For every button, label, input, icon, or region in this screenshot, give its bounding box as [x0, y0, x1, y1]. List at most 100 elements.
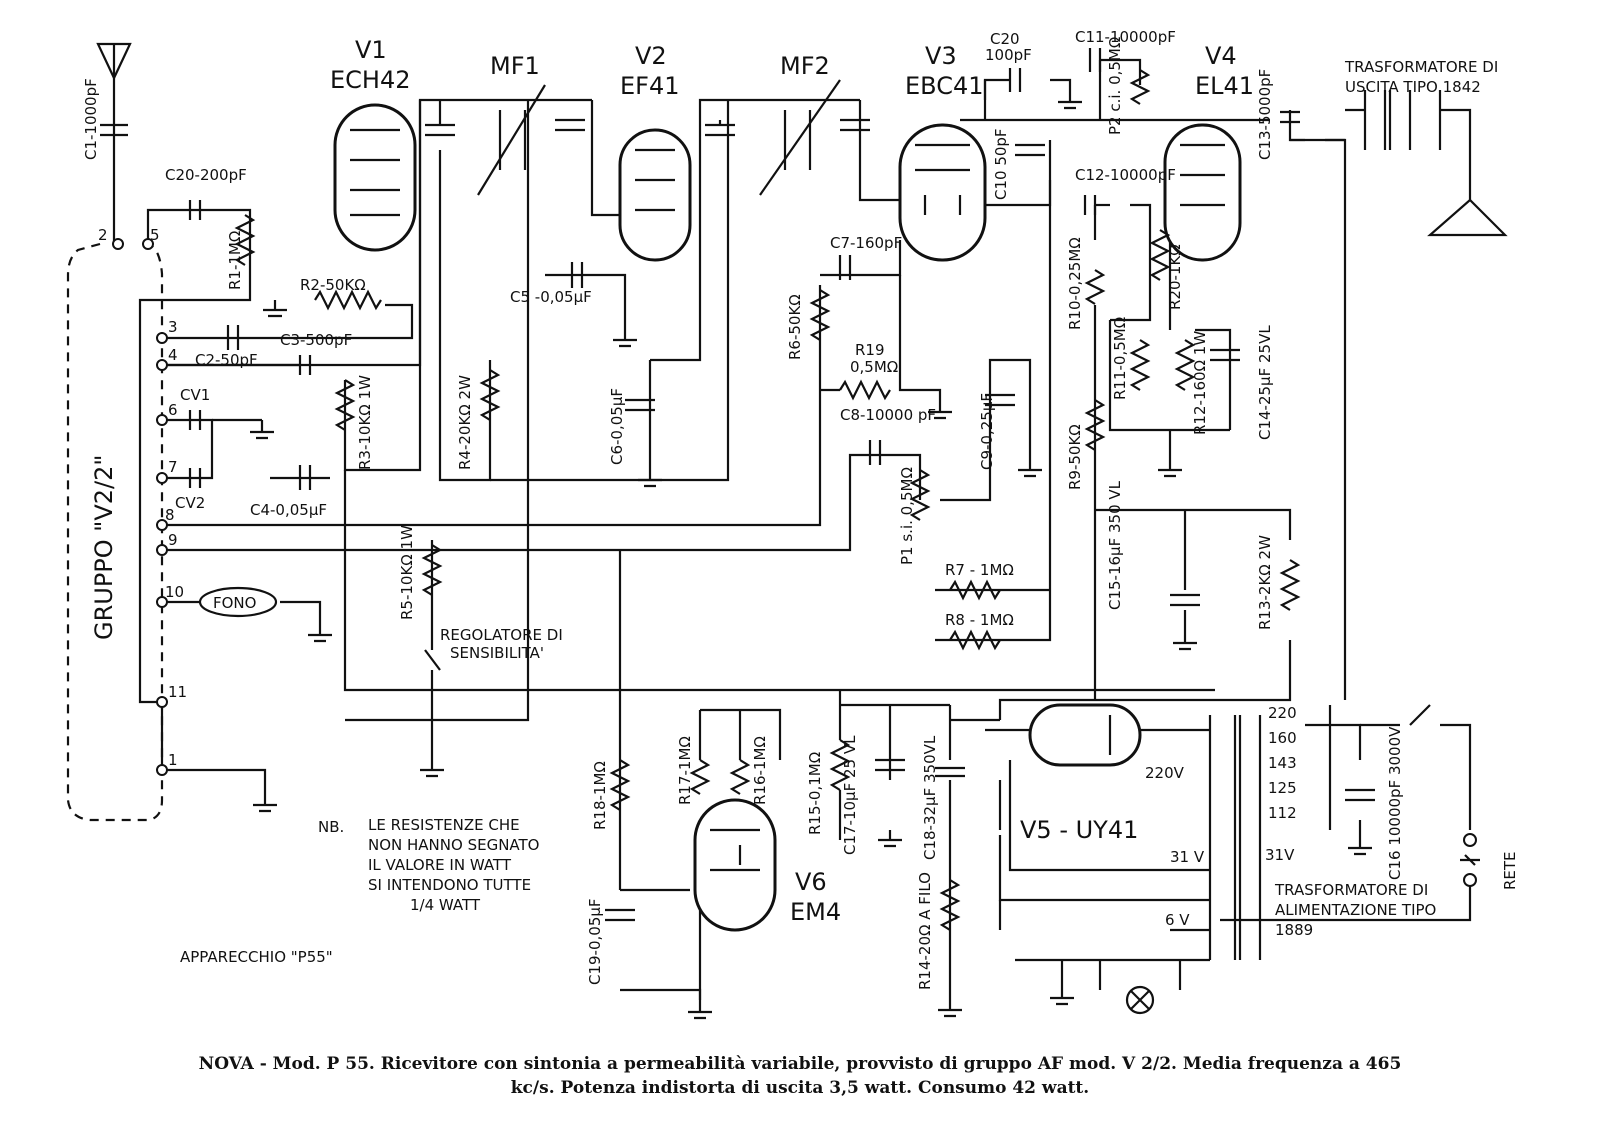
power-transformer-label-1: TRASFORMATORE DI	[1274, 881, 1428, 899]
r15-label: R15-0,1MΩ	[806, 752, 824, 835]
v1-type: ECH42	[330, 66, 411, 94]
voltage-220v: 220V	[1145, 764, 1185, 782]
gruppo-pin-4: 4	[168, 346, 178, 364]
gruppo-pin-5: 5	[150, 226, 160, 244]
cv1-label: CV1	[180, 386, 210, 404]
c5-label: C5 -0,05μF	[510, 288, 592, 306]
if-transformer-mf2	[759, 79, 841, 196]
r13-label: R13-2KΩ 2W	[1256, 535, 1274, 630]
v6-ref: V6	[795, 868, 827, 896]
fono-label: FONO	[213, 594, 256, 612]
voltage-31v: 31 V	[1170, 848, 1205, 866]
r19-ref: R19	[855, 341, 885, 359]
r12-label: R12-160Ω 1W	[1191, 331, 1209, 435]
c7-label: C7-160pF	[830, 234, 902, 252]
c15-label: C15-16μF 350 VL	[1106, 480, 1124, 610]
tap-125: 125	[1268, 779, 1297, 797]
v2-type: EF41	[620, 72, 680, 100]
c4-label: C4-0,05μF	[250, 501, 327, 519]
gruppo-terminals	[112, 238, 168, 776]
c8-label: C8-10000 pF	[840, 406, 936, 424]
gruppo-pin-2: 2	[98, 226, 108, 244]
gruppo-pin-10: 10	[165, 583, 184, 601]
gruppo-pin-1: 1	[168, 751, 178, 769]
tap-220: 220	[1268, 704, 1297, 722]
output-transformer-label-2: USCITA TIPO 1842	[1345, 78, 1481, 96]
v4-ref: V4	[1205, 42, 1237, 70]
gruppo-pin-6: 6	[168, 401, 178, 419]
sensitivity-label-2: SENSIBILITA'	[450, 644, 544, 662]
mf1-label: MF1	[490, 52, 540, 80]
c16-label: C16 10000pF 3000V	[1386, 726, 1404, 880]
caption-line-2: kc/s. Potenza indistorta di uscita 3,5 w…	[510, 1078, 1090, 1098]
r14-label: R14-20Ω A FILO	[916, 872, 934, 990]
voltage-6v: 6 V	[1165, 911, 1190, 929]
v4-type: EL41	[1195, 72, 1254, 100]
r10-label: R10-0,25MΩ	[1066, 237, 1084, 330]
tap-112: 112	[1268, 804, 1297, 822]
rete-label: RETE	[1501, 851, 1519, 890]
resistors	[234, 69, 1301, 931]
gruppo-pin-11: 11	[168, 683, 187, 701]
c2-label: C2-50pF	[195, 351, 258, 369]
c1-label: C1-1000pF	[82, 78, 100, 160]
output-transformer-label-1: TRASFORMATORE DI	[1344, 58, 1498, 76]
gruppo-label: GRUPPO "V2/2"	[90, 455, 118, 640]
mf2-label: MF2	[780, 52, 830, 80]
r18-label: R18-1MΩ	[591, 761, 609, 830]
tap-160: 160	[1268, 729, 1297, 747]
tube-v2-ef41	[618, 128, 692, 262]
r20-label: R20-1KΩ	[1166, 244, 1184, 310]
apparecchio-label: APPARECCHIO "P55"	[180, 948, 333, 966]
output-transformer	[1363, 90, 1442, 150]
v5-label: V5 - UY41	[1020, 816, 1138, 844]
if-transformer-mf1	[477, 84, 546, 196]
c10-label: C10 50pF	[992, 128, 1010, 200]
c19-label: C19-0,05μF	[586, 898, 604, 985]
c3-label: C3-500pF	[280, 331, 352, 349]
ground-symbols	[250, 95, 1372, 1020]
note-prefix: NB.	[318, 818, 344, 836]
tap-143: 143	[1268, 754, 1297, 772]
c13-label: C13-5000pF	[1256, 69, 1274, 160]
r4-label: R4-20KΩ 2W	[456, 375, 474, 470]
r16-label: R16-1MΩ	[751, 736, 769, 805]
power-transformer-label-2: ALIMENTAZIONE TIPO	[1275, 901, 1436, 919]
power-transformer-label-3: 1889	[1275, 921, 1313, 939]
v2-ref: V2	[635, 42, 667, 70]
c14-label: C14-25μF 25VL	[1256, 325, 1274, 440]
p1-label: P1 s.i. 0,5MΩ	[898, 467, 916, 565]
tube-v4-el41	[1163, 123, 1242, 262]
tube-v3-ebc41	[898, 123, 987, 262]
gruppo-pin-7: 7	[168, 458, 178, 476]
r1-label: R1-1MΩ	[226, 231, 244, 290]
v6-type: EM4	[790, 898, 841, 926]
v1-ref: V1	[355, 36, 387, 64]
note-line-4: SI INTENDONO TUTTE	[368, 876, 531, 894]
r8-label: R8 - 1MΩ	[945, 611, 1014, 629]
pilot-lamp	[1125, 985, 1155, 1015]
p2-label: P2 c.i. 0,5MΩ	[1106, 37, 1124, 135]
sensitivity-switch	[424, 649, 441, 690]
sensitivity-label-1: REGOLATORE DI	[440, 626, 563, 644]
tube-v5-uy41	[1028, 703, 1142, 767]
note-line-5: 1/4 WATT	[410, 896, 481, 914]
r11-label: R11-0,5MΩ	[1111, 317, 1129, 400]
mains-terminal-bottom	[1463, 873, 1477, 887]
note-line-2: NON HANNO SEGNATO	[368, 836, 539, 854]
c9-label: C9-0,25μF	[978, 393, 996, 470]
capacitors	[100, 48, 1375, 922]
r6-label: R6-50KΩ	[786, 294, 804, 360]
c18-label: C18-32μF 350VL	[921, 735, 939, 860]
c11-label: C11-10000pF	[1075, 28, 1176, 46]
r17-label: R17-1MΩ	[676, 736, 694, 805]
caption-line-1: NOVA - Mod. P 55. Ricevitore con sintoni…	[198, 1054, 1402, 1074]
note-line-1: LE RESISTENZE CHE	[368, 816, 520, 834]
tube-v6-em4	[693, 798, 777, 932]
r3-label: R3-10KΩ 1W	[356, 375, 374, 470]
voltage-31v-winding: 31V	[1265, 846, 1295, 864]
c20b-value: 100pF	[985, 46, 1032, 64]
c17-label: C17-10μF 25 VL	[841, 735, 859, 855]
gruppo-pin-9: 9	[168, 531, 178, 549]
mains-switch	[1409, 704, 1431, 726]
